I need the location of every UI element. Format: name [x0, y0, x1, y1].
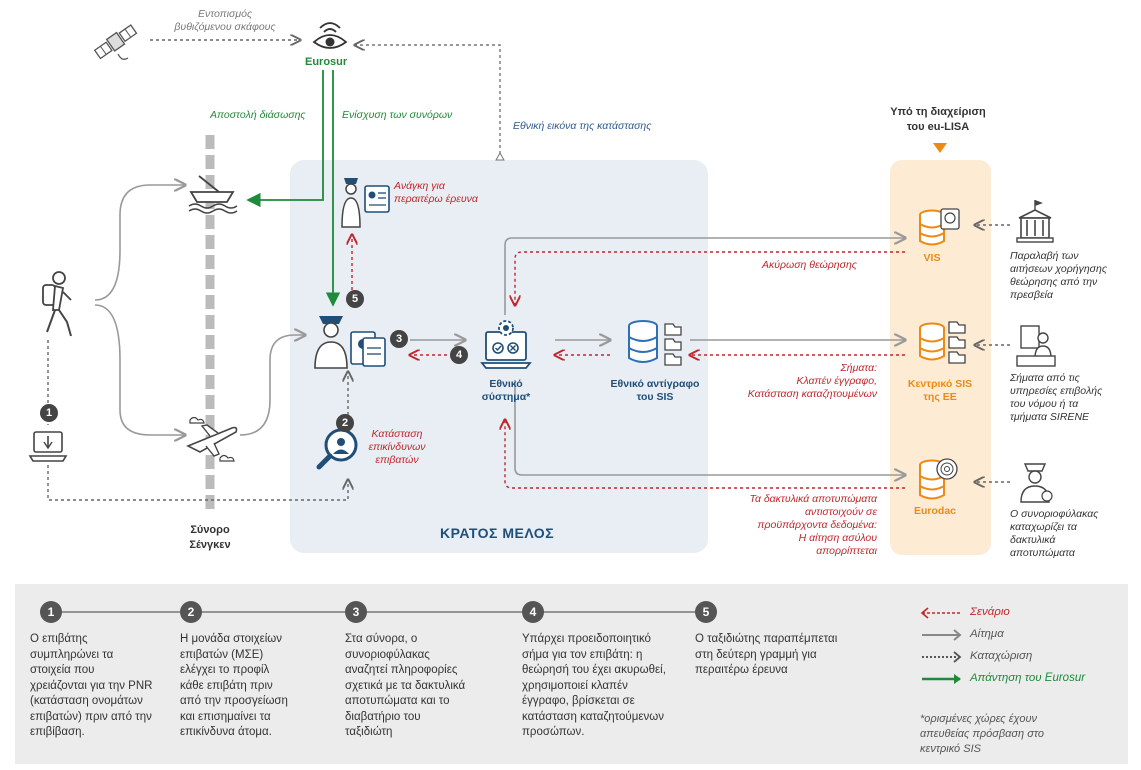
- eurosur-eye-icon: [312, 22, 348, 49]
- guard-fingerprint-icon: [1020, 463, 1053, 503]
- boat-icon: [188, 175, 238, 214]
- diagram-connectors: [47, 0, 1010, 515]
- step-3-badge: 3: [345, 601, 367, 623]
- steps-timeline: [55, 611, 705, 613]
- step-1-badge: 1: [40, 601, 62, 623]
- magnifier-person-icon: [316, 428, 358, 470]
- border-reinforce-label: Ενίσχυση των συνόρων: [342, 109, 453, 121]
- satellite-icon: [93, 24, 138, 60]
- legend-lines: [920, 607, 962, 684]
- eurodac-database-icon: [919, 458, 958, 500]
- eurosur-label: Eurosur: [305, 56, 348, 68]
- legend-entry: Καταχώριση: [970, 650, 1033, 662]
- sis-alerts-label: Σήματα:Κλαπέν έγγραφο,Κατάσταση καταζητο…: [747, 362, 877, 400]
- vis-label: VIS: [923, 252, 941, 264]
- sis-copy-database-icon: [628, 320, 682, 366]
- member-state-title: ΚΡΑΤΟΣ ΜΕΛΟΣ: [440, 525, 555, 541]
- central-sis-database-icon: [919, 321, 966, 364]
- step-badge-4: 4: [450, 346, 468, 364]
- send-rescue-label: Αποστολή διάσωσης: [210, 109, 306, 121]
- step-badge-5: 5: [346, 290, 364, 308]
- step-5-badge: 5: [695, 601, 717, 623]
- embassy-icon: [1016, 200, 1054, 243]
- national-picture-label: Εθνική εικόνα της κατάστασης: [513, 120, 652, 132]
- visa-cancel-label: Ακύρωση θεώρησης: [762, 259, 857, 271]
- legend-scenario: Σενάριο: [970, 606, 1010, 618]
- step-badge-2: 2: [336, 414, 354, 432]
- police-desk-icon: [1016, 325, 1056, 367]
- border-guard-icon: [314, 316, 386, 369]
- vis-database-icon: [919, 208, 960, 246]
- traveler-icon: [42, 271, 72, 337]
- legend-request: Αίτημα: [970, 628, 1004, 640]
- officer-check-icon: [341, 178, 390, 228]
- step-2-badge: 2: [180, 601, 202, 623]
- national-system-icon: [480, 320, 532, 369]
- step-badge-3: 3: [390, 330, 408, 348]
- airplane-icon: [186, 416, 238, 462]
- step-4-badge: 4: [522, 601, 544, 623]
- eurodac-label: Eurodac: [913, 505, 956, 517]
- legend-eurosur-reply: Απάντηση του Eurosur: [970, 672, 1086, 684]
- laptop-icon: [28, 431, 68, 462]
- step-badge-1: 1: [40, 404, 58, 422]
